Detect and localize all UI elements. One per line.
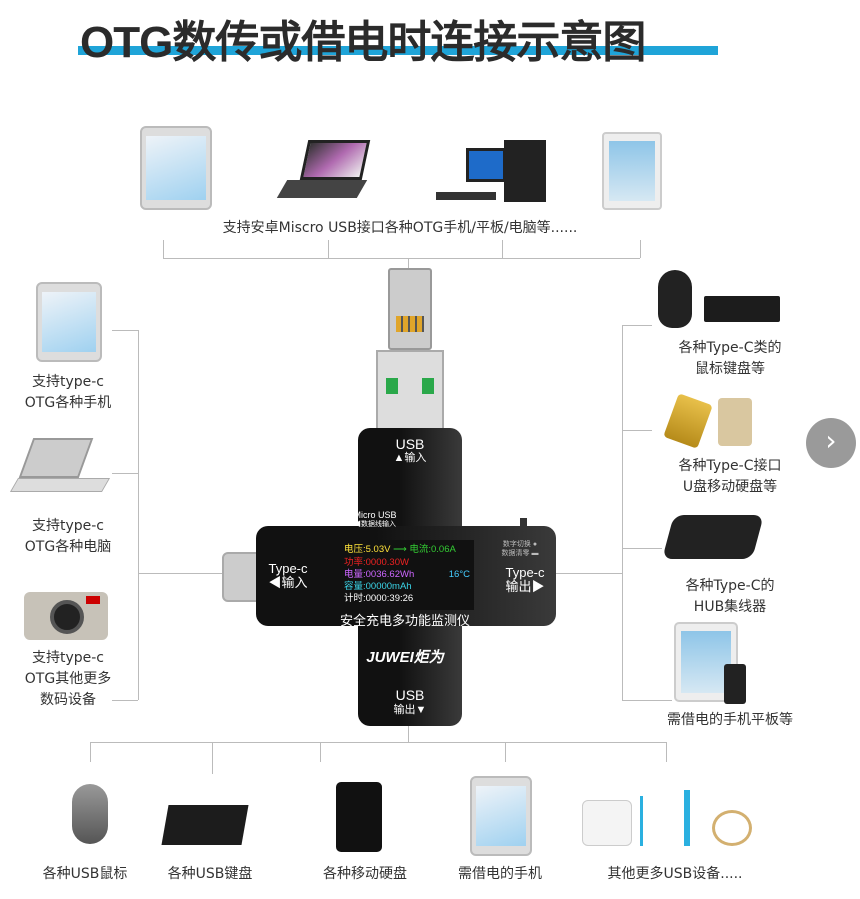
mouse-image [658, 270, 692, 328]
next-image-button[interactable]: › [806, 418, 856, 468]
product-name: 安全充电多功能监测仪 [339, 613, 470, 628]
phone-image [724, 664, 746, 704]
micro-usb-adapter [388, 268, 432, 350]
bottom-label: 各种移动硬盘 [323, 866, 407, 882]
right-label-borrow-power: 需借电的手机平板等 [667, 712, 793, 728]
usb-drive-image [663, 393, 713, 449]
brand-logo: JUWEI炬为 [366, 649, 444, 666]
bottom-label: 各种USB鼠标 [42, 866, 128, 882]
usb-a-plug [376, 350, 444, 432]
temperature-readout: 16°C [448, 569, 470, 580]
power-readout: 功率:0000.30W [344, 557, 409, 568]
right-bracket-line [622, 325, 623, 700]
micro-usb-label: Micro USB◀数据线输入 [353, 510, 397, 528]
type-c-plug [222, 552, 258, 602]
bottom-connector-line [90, 742, 666, 743]
top-caption: 支持安卓Miscro USB接口各种OTG手机/平板/电脑等...... [222, 220, 578, 236]
usb-input-label: USB▲输入 [393, 436, 427, 464]
timer-readout: 计时:0000:39:26 [344, 593, 414, 604]
portable-hard-drive-image [336, 782, 382, 852]
desktop-pc-image [436, 140, 552, 210]
laptop-image [9, 438, 111, 502]
type-c-input-label: Type-c◀输入 [268, 561, 308, 590]
phone-image [470, 776, 532, 856]
usb-fan-image [640, 796, 664, 846]
left-bracket-line [138, 330, 139, 700]
phone-image [36, 282, 102, 362]
bottom-label: 需借电的手机 [458, 866, 542, 882]
usb-mouse-image [72, 784, 108, 844]
page-title: OTG数传或借电时连接示意图 [80, 18, 646, 67]
laptop-image [276, 140, 377, 202]
usb-keyboard-image [161, 805, 249, 845]
capacity-readout: 容量:00000mAh [344, 581, 412, 592]
title-underline [78, 46, 718, 55]
bottom-label: 其他更多USB设备..... [607, 866, 743, 882]
usb-light-image [684, 790, 690, 846]
bottom-label: 各种USB键盘 [167, 866, 253, 882]
energy-readout: 电量:0036.62Wh [344, 569, 415, 580]
usb-cable-image [712, 810, 752, 846]
usb-hub-image [662, 515, 764, 559]
camera-image [24, 592, 108, 640]
button-note: 数字切换 ● 数据清零 ▬ [501, 541, 539, 557]
voltage-readout: 电压:5.03V [344, 544, 391, 555]
keyboard-image [704, 296, 780, 322]
hard-drive-image [718, 398, 752, 446]
current-readout: 电流:0.06A [409, 544, 456, 555]
tablet-image [602, 132, 662, 210]
right-label-mouse-keyboard: 各种Type-C类的鼠标键盘等 [678, 340, 782, 377]
phone-image [140, 126, 212, 210]
connector-line [163, 258, 640, 259]
meter-screen: 电压:5.03V ⟶ 电流:0.06A 功率:0000.30W 电量:0036.… [340, 540, 474, 610]
power-strip-image [582, 800, 632, 846]
